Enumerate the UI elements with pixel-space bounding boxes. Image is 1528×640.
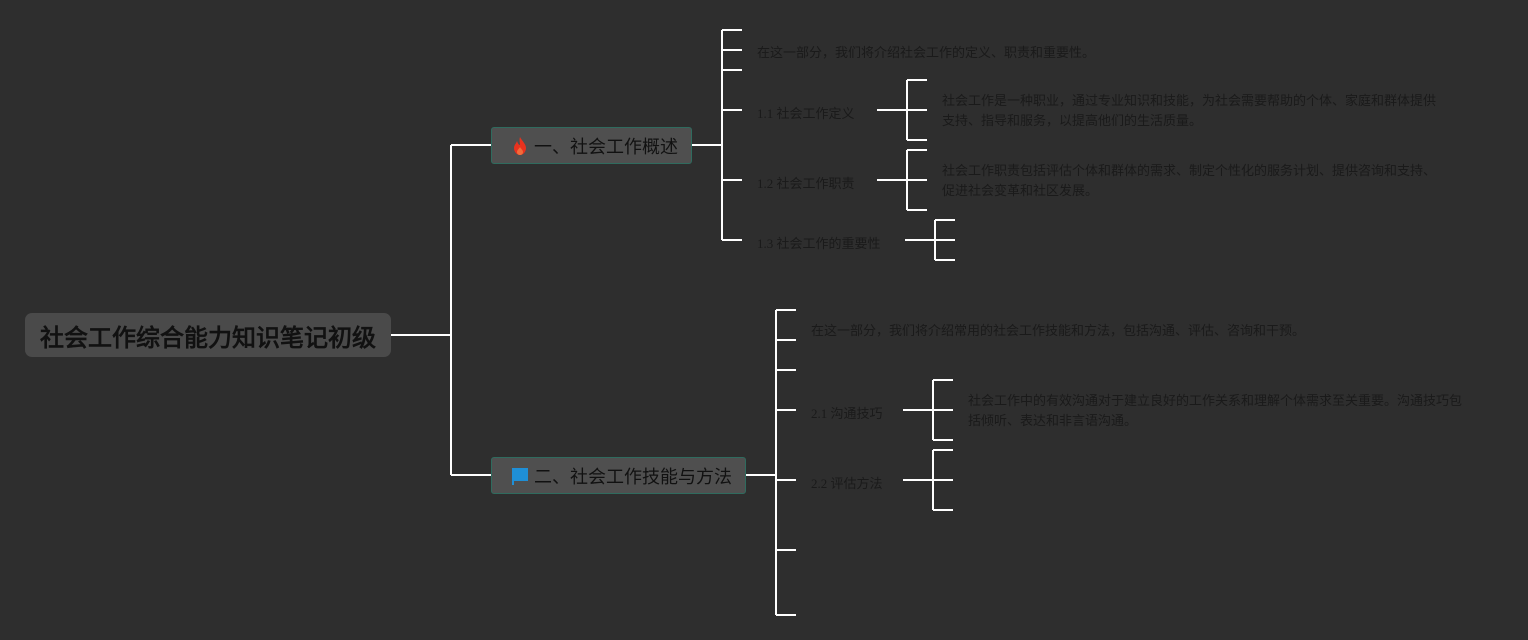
overview-intro[interactable]: 在这一部分，我们将介绍社会工作的定义、职责和重要性。 [757, 45, 1096, 60]
root-topic-title: 社会工作综合能力知识笔记初级 [40, 323, 376, 352]
subtopic-importance[interactable]: 1.3 社会工作的重要性 [757, 236, 881, 251]
subtopic-duties[interactable]: 1.2 社会工作职责 [757, 176, 855, 191]
skills-intro[interactable]: 在这一部分，我们将介绍常用的社会工作技能和方法，包括沟通、评估、咨询和干预。 [811, 323, 1306, 338]
root-topic[interactable]: 社会工作综合能力知识笔记初级 [25, 313, 391, 357]
communication-detail[interactable]: 社会工作中的有效沟通对于建立良好的工作关系和理解个体需求至关重要。沟通技巧包括倾… [968, 393, 1463, 428]
flame-icon [514, 136, 526, 155]
branch-skills-label: 二、社会工作技能与方法 [534, 466, 732, 488]
subtopic-assessment[interactable]: 2.2 评估方法 [811, 476, 883, 491]
branch-overview[interactable]: 一、社会工作概述 [491, 127, 692, 164]
flag-icon [512, 467, 528, 485]
subtopic-communication[interactable]: 2.1 沟通技巧 [811, 406, 883, 421]
definition-detail[interactable]: 社会工作是一种职业，通过专业知识和技能，为社会需要帮助的个体、家庭和群体提供支持… [942, 93, 1437, 128]
branch-skills[interactable]: 二、社会工作技能与方法 [491, 457, 746, 494]
duties-detail[interactable]: 社会工作职责包括评估个体和群体的需求、制定个性化的服务计划、提供咨询和支持、促进… [942, 163, 1437, 198]
branch-overview-label: 一、社会工作概述 [534, 136, 678, 158]
subtopic-definition[interactable]: 1.1 社会工作定义 [757, 106, 855, 121]
